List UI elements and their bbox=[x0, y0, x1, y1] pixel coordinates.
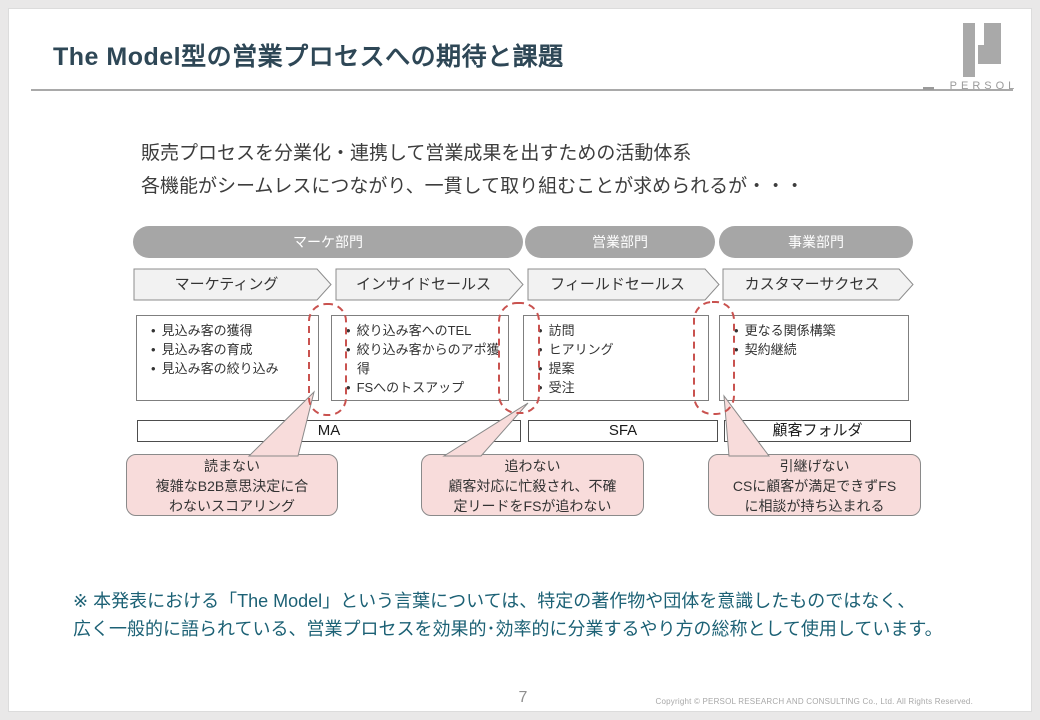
stage-item: FSへのトスアップ bbox=[338, 378, 502, 397]
stage-box-inside-sales: 絞り込み客へのTEL 絞り込み客からのアポ獲得 FSへのトスアップ bbox=[331, 315, 509, 401]
stage-item: 見込み客の獲得 bbox=[143, 321, 312, 340]
stage-box-marketing: 見込み客の獲得 見込み客の育成 見込み客の絞り込み bbox=[136, 315, 319, 401]
page-number: 7 bbox=[518, 689, 528, 706]
stage-label-marketing: マーケティング bbox=[174, 276, 279, 293]
stage-item: 訪問 bbox=[530, 321, 702, 340]
intro-text: 販売プロセスを分業化・連携して営業成果を出すための活動体系 各機能がシームレスに… bbox=[141, 137, 941, 203]
stage-item: 更なる関係構築 bbox=[726, 321, 902, 340]
stage-item: 見込み客の育成 bbox=[143, 340, 312, 359]
stage-item: 提案 bbox=[530, 359, 702, 378]
stage-item-list: 訪問 ヒアリング 提案 受注 bbox=[530, 321, 702, 397]
title-divider bbox=[31, 89, 1013, 91]
footnote-line-2: 広く一般的に語られている、営業プロセスを効果的･効率的に分業するやり方の総称とし… bbox=[73, 619, 943, 639]
issue-callout-not-followed: 追わない 顧客対応に忙殺され、不確 定リードをFSが追わない bbox=[421, 454, 644, 516]
stage-item: 絞り込み客へのTEL bbox=[338, 321, 502, 340]
stage-item: 受注 bbox=[530, 378, 702, 397]
slide-content: The Model型の営業プロセスへの期待と課題 PERSOL 販売プロセスを分… bbox=[9, 9, 1033, 713]
intro-line-1: 販売プロセスを分業化・連携して営業成果を出すための活動体系 bbox=[141, 143, 692, 164]
issue-callout-not-handed-over: 引継げない CSに顧客が満足できずFS に相談が持ち込まれる bbox=[708, 454, 921, 516]
stage-item: ヒアリング bbox=[530, 340, 702, 359]
stage-item: 見込み客の絞り込み bbox=[143, 359, 312, 378]
persol-brand-text: PERSOL bbox=[949, 80, 1019, 92]
stage-item: 契約継続 bbox=[726, 340, 902, 359]
stage-label-inside-sales: インサイドセールス bbox=[355, 276, 491, 293]
stage-label-field-sales: フィールドセールス bbox=[550, 276, 685, 293]
tool-box-ma: MA bbox=[137, 420, 521, 442]
stage-item-list: 見込み客の獲得 見込み客の育成 見込み客の絞り込み bbox=[143, 321, 312, 378]
stage-label-customer-success: カスタマーサクセス bbox=[744, 276, 880, 293]
footnote: ※ 本発表における「The Model」という言葉については、特定の著作物や団体… bbox=[73, 587, 993, 643]
copyright-text: Copyright © PERSOL RESEARCH AND CONSULTI… bbox=[655, 697, 973, 706]
stage-item: 絞り込み客からのアポ獲得 bbox=[338, 340, 502, 378]
stage-box-field-sales: 訪問 ヒアリング 提案 受注 bbox=[523, 315, 709, 401]
tool-box-customer-folder: 顧客フォルダ bbox=[724, 420, 911, 442]
department-pill-sales-div: 営業部門 bbox=[525, 226, 715, 258]
slide: The Model型の営業プロセスへの期待と課題 PERSOL 販売プロセスを分… bbox=[8, 8, 1032, 712]
department-pill-business-div: 事業部門 bbox=[719, 226, 913, 258]
issue-callout-not-read: 読まない 複雑なB2B意思決定に合 わないスコアリング bbox=[126, 454, 338, 516]
stage-box-customer-success: 更なる関係構築 契約継続 bbox=[719, 315, 909, 401]
department-pill-marketing-div: マーケ部門 bbox=[133, 226, 523, 258]
stage-item-list: 絞り込み客へのTEL 絞り込み客からのアポ獲得 FSへのトスアップ bbox=[338, 321, 502, 397]
persol-logo-dash bbox=[923, 87, 934, 90]
intro-line-2: 各機能がシームレスにつながり、一貫して取り組むことが求められるが・・・ bbox=[141, 176, 805, 197]
tool-box-sfa: SFA bbox=[528, 420, 718, 442]
stage-item-list: 更なる関係構築 契約継続 bbox=[726, 321, 902, 359]
footnote-line-1: ※ 本発表における「The Model」という言葉については、特定の著作物や団体… bbox=[73, 591, 916, 611]
slide-title: The Model型の営業プロセスへの期待と課題 bbox=[53, 43, 564, 71]
